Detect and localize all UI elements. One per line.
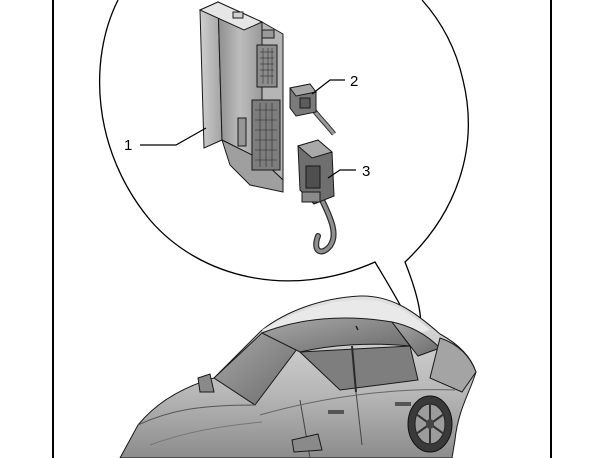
callout-2: 2 (311, 73, 358, 95)
callout-number-1: 1 (124, 137, 132, 154)
car-illustration (119, 295, 477, 458)
connector-with-cable (296, 139, 337, 255)
control-unit (198, 1, 284, 193)
callout-number-3: 3 (362, 163, 370, 180)
connector-small (289, 83, 336, 136)
rear-wheel (407, 395, 453, 453)
callout-1: 1 (124, 127, 207, 154)
callout-number-2: 2 (350, 73, 358, 90)
detail-magnifier-outline (98, 0, 469, 348)
callout-3: 3 (327, 163, 370, 180)
